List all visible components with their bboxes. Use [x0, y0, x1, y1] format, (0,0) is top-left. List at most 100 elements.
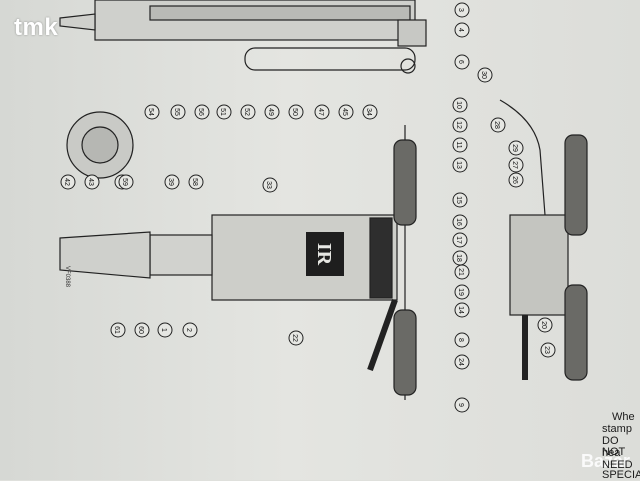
callout-label: 34 — [365, 108, 372, 116]
callout-label: 58 — [191, 178, 198, 186]
chuck-nose — [59, 231, 151, 279]
callout-59: 59 — [118, 174, 134, 190]
callout-58: 58 — [188, 174, 204, 190]
callout-50: 50 — [288, 104, 304, 120]
callout-label: 12 — [455, 121, 462, 129]
callout-56: 56 — [194, 104, 210, 120]
callout-51: 51 — [216, 104, 232, 120]
callout-17: 17 — [452, 232, 468, 248]
housing-grip-band — [369, 217, 393, 299]
callout-61: 61 — [110, 322, 126, 338]
callout-label: 24 — [457, 358, 464, 366]
callout-20: 20 — [537, 317, 553, 333]
callout-52: 52 — [240, 104, 256, 120]
callout-label: 43 — [87, 178, 94, 186]
callout-11: 11 — [452, 137, 468, 153]
callout-label: 4 — [457, 28, 464, 32]
top-drill-handle — [244, 47, 416, 71]
note-line: NEED — [602, 459, 633, 471]
top-drill-pivot — [400, 58, 416, 74]
callout-label: 9 — [457, 403, 464, 407]
top-drill-bore — [149, 5, 411, 21]
callout-label: 28 — [493, 121, 500, 129]
callout-label: 55 — [173, 108, 180, 116]
callout-label: 42 — [63, 178, 70, 186]
callout-54: 54 — [144, 104, 160, 120]
side-handle-grip — [564, 134, 588, 236]
callout-label: 50 — [291, 108, 298, 116]
lower-handle-grip — [393, 309, 417, 396]
callout-label: 10 — [455, 101, 462, 109]
callout-label: 15 — [455, 196, 462, 204]
callout-43: 43 — [84, 174, 100, 190]
callout-24: 24 — [454, 354, 470, 370]
callout-34: 34 — [362, 104, 378, 120]
callout-39: 39 — [164, 174, 180, 190]
callout-14: 14 — [454, 302, 470, 318]
callout-60: 60 — [134, 322, 150, 338]
callout-label: 60 — [137, 326, 144, 334]
callout-22: 22 — [288, 330, 304, 346]
watermark-site: Bazar — [580, 451, 630, 471]
callout-6: 6 — [454, 54, 470, 70]
callout-28: 28 — [490, 117, 506, 133]
callout-label: 17 — [455, 236, 462, 244]
callout-label: 19 — [457, 288, 464, 296]
callout-label: 39 — [167, 178, 174, 186]
callout-label: 13 — [455, 161, 462, 169]
callout-15: 15 — [452, 192, 468, 208]
callout-45: 45 — [338, 104, 354, 120]
callout-label: 21 — [457, 268, 464, 276]
callout-label: 6 — [457, 60, 464, 64]
logo-layer: IR — [306, 232, 344, 276]
callout-label: 51 — [219, 108, 226, 116]
callout-13: 13 — [452, 157, 468, 173]
note-line: stamp — [602, 423, 632, 435]
callout-label: 8 — [457, 338, 464, 342]
callout-1: 1 — [157, 322, 173, 338]
note-line: Whe — [612, 411, 635, 423]
callout-label: 61 — [113, 326, 120, 334]
callout-19: 19 — [454, 284, 470, 300]
side-lower-grip — [564, 284, 588, 381]
callout-label: 3 — [457, 8, 464, 12]
callout-label: 47 — [317, 108, 324, 116]
callout-label: 20 — [540, 321, 547, 329]
brand-logo-plate — [306, 232, 344, 276]
callout-label: 33 — [265, 181, 272, 189]
callout-label: 2 — [185, 328, 192, 332]
callout-18: 18 — [452, 250, 468, 266]
callout-label: 22 — [291, 334, 298, 342]
note-line: hea — [602, 447, 621, 459]
callout-2: 2 — [182, 322, 198, 338]
hammer-housing — [211, 214, 398, 301]
callout-label: 11 — [455, 141, 462, 148]
callout-label: 45 — [341, 108, 348, 116]
part-code: VF0388 — [64, 266, 70, 288]
callout-label: 14 — [457, 306, 464, 314]
callout-12: 12 — [452, 117, 468, 133]
callout-label: 49 — [267, 108, 274, 116]
brand-logo-text: IR — [313, 243, 335, 266]
callout-label: 26 — [511, 176, 518, 184]
note-line: DO NOT — [602, 435, 626, 458]
callout-label: 23 — [543, 346, 550, 354]
callout-9: 9 — [454, 397, 470, 413]
callout-27: 27 — [508, 157, 524, 173]
callout-label: 30 — [480, 71, 487, 79]
callout-label: 1 — [160, 328, 167, 332]
callout-55: 55 — [170, 104, 186, 120]
callout-30: 30 — [477, 67, 493, 83]
upper-handle-grip — [393, 139, 417, 226]
callout-16: 16 — [452, 214, 468, 230]
callout-3: 3 — [454, 2, 470, 18]
callout-26: 26 — [508, 172, 524, 188]
watermark-tmk: tmk — [14, 14, 59, 41]
code-layer: VF0388 — [64, 266, 70, 288]
callout-label: 16 — [455, 218, 462, 226]
callout-21: 21 — [454, 264, 470, 280]
air-hose-bend — [499, 99, 546, 216]
